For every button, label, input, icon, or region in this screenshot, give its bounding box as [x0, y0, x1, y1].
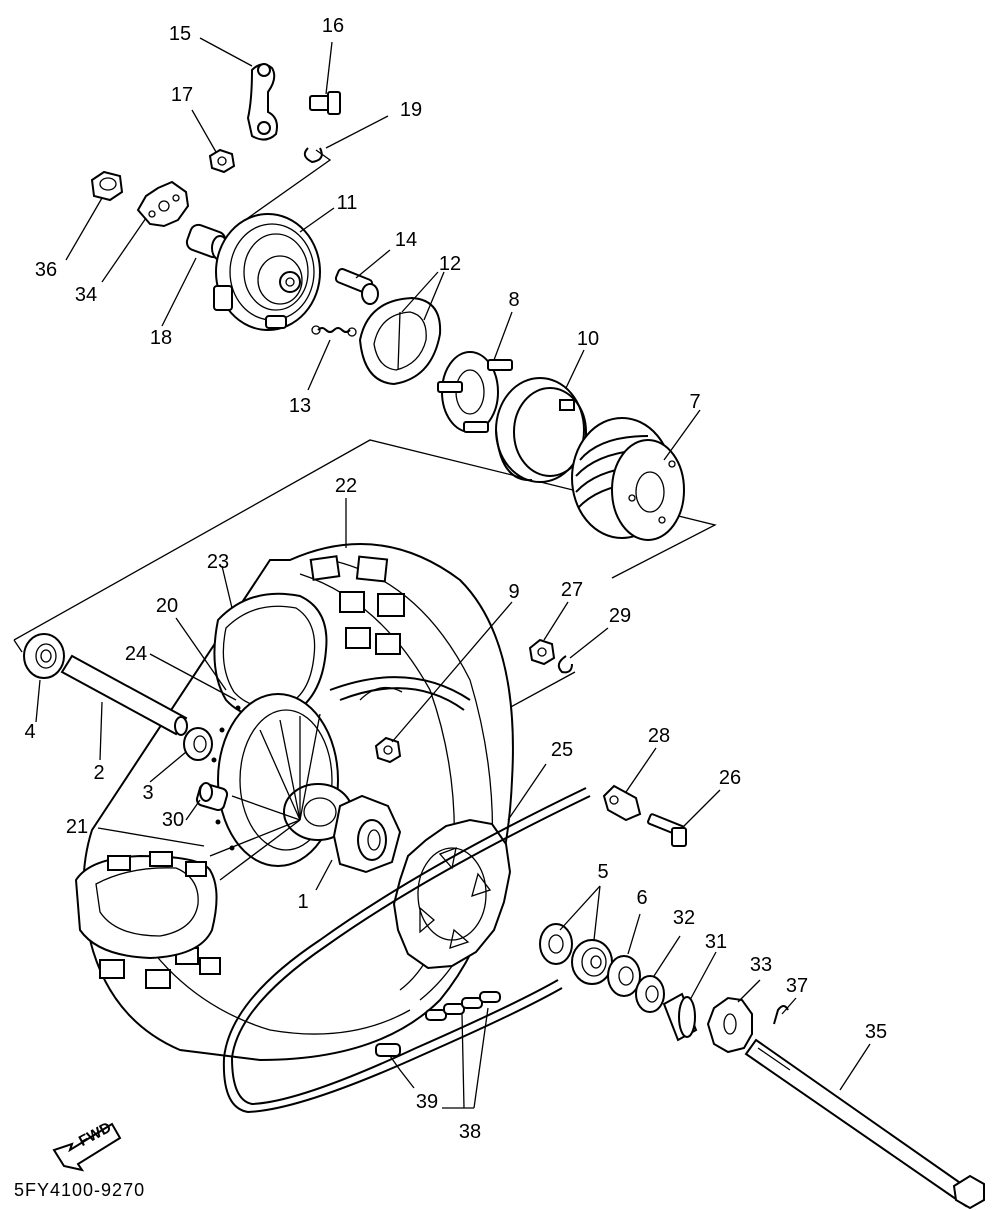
callout-21: 21	[65, 816, 89, 838]
rim-24	[330, 677, 470, 710]
seal-6	[608, 956, 640, 996]
brake-cam-lever	[248, 64, 277, 140]
axle-spacer-2	[62, 656, 187, 735]
callout-38: 38	[458, 1121, 482, 1143]
callout-1: 1	[297, 891, 309, 913]
callout-18: 18	[149, 327, 173, 349]
chain-puller-28	[604, 786, 640, 820]
sprocket-33	[708, 998, 752, 1052]
bearing-5a	[540, 924, 572, 964]
rear-axle-35	[746, 1040, 984, 1208]
sprocket-34	[138, 182, 188, 226]
callout-39: 39	[415, 1091, 439, 1113]
catalog-code: 5FY4100-9270	[14, 1180, 146, 1200]
callout-7: 7	[689, 391, 701, 413]
callout-35: 35	[864, 1021, 888, 1043]
brake-lever-nut	[210, 150, 234, 172]
brake-lever-clip	[305, 148, 322, 162]
callout-23: 23	[206, 551, 230, 573]
nut-27	[530, 640, 554, 664]
callout-29: 29	[608, 605, 632, 627]
bearing-5b	[572, 940, 612, 984]
brake-drum-7	[572, 418, 684, 540]
drive-chain-38	[224, 788, 590, 1112]
brake-ring-10	[496, 378, 586, 482]
rear-sprocket-25	[394, 820, 510, 968]
axle-group-bracket	[14, 640, 22, 652]
callout-16: 16	[321, 15, 345, 37]
callout-19: 19	[399, 99, 423, 121]
brake-group-bracket	[238, 150, 330, 225]
callout-5: 5	[597, 861, 609, 883]
axle-nut-36	[92, 172, 122, 200]
callout-24: 24	[124, 643, 148, 665]
callout-30: 30	[161, 809, 185, 831]
callout-22: 22	[334, 475, 358, 497]
washer-29	[559, 656, 572, 672]
callout-11: 11	[336, 192, 358, 214]
callout-36: 36	[34, 259, 58, 281]
inner-tube-23	[214, 594, 326, 718]
callout-32: 32	[672, 907, 696, 929]
brake-shoe-plate	[214, 214, 320, 330]
callout-4: 4	[24, 721, 36, 743]
callout-3: 3	[142, 782, 154, 804]
callout-6: 6	[636, 887, 648, 909]
brake-shoes-12	[360, 298, 440, 384]
chain-section-39	[376, 992, 500, 1056]
callout-10: 10	[576, 328, 600, 350]
callout-27: 27	[560, 579, 584, 601]
adjuster-bolt-26	[647, 814, 686, 846]
tire-lower-section	[76, 852, 217, 958]
callout-12: 12	[438, 253, 462, 275]
shoe-spring-13	[312, 326, 356, 336]
callout-9: 9	[508, 581, 520, 603]
spokes-21	[210, 714, 320, 880]
brake-cam-14	[335, 268, 378, 304]
callout-34: 34	[74, 284, 98, 306]
callout-33: 33	[749, 954, 773, 976]
callout-17: 17	[170, 84, 194, 106]
callout-25: 25	[550, 739, 574, 761]
callout-28: 28	[647, 725, 671, 747]
callout-2: 2	[93, 762, 105, 784]
callout-8: 8	[508, 289, 520, 311]
callout-26: 26	[718, 767, 742, 789]
bearing-4	[24, 634, 64, 678]
collar-30	[196, 783, 229, 812]
drive-hub-sprocket-mount	[334, 796, 400, 872]
brake-lever-bolt	[310, 92, 340, 114]
callout-13: 13	[288, 395, 312, 417]
brake-hub-plate-8	[438, 352, 512, 432]
forward-arrow-icon	[54, 1124, 120, 1170]
leader-lines	[36, 38, 870, 1108]
collar-32	[636, 976, 664, 1012]
nut-9	[376, 738, 400, 762]
callout-20: 20	[155, 595, 179, 617]
callout-31: 31	[704, 931, 728, 953]
collar-31	[664, 994, 696, 1040]
callout-15: 15	[168, 23, 192, 45]
oil-seal-3	[184, 728, 212, 760]
callout-37: 37	[785, 975, 809, 997]
callout-14: 14	[394, 229, 418, 251]
